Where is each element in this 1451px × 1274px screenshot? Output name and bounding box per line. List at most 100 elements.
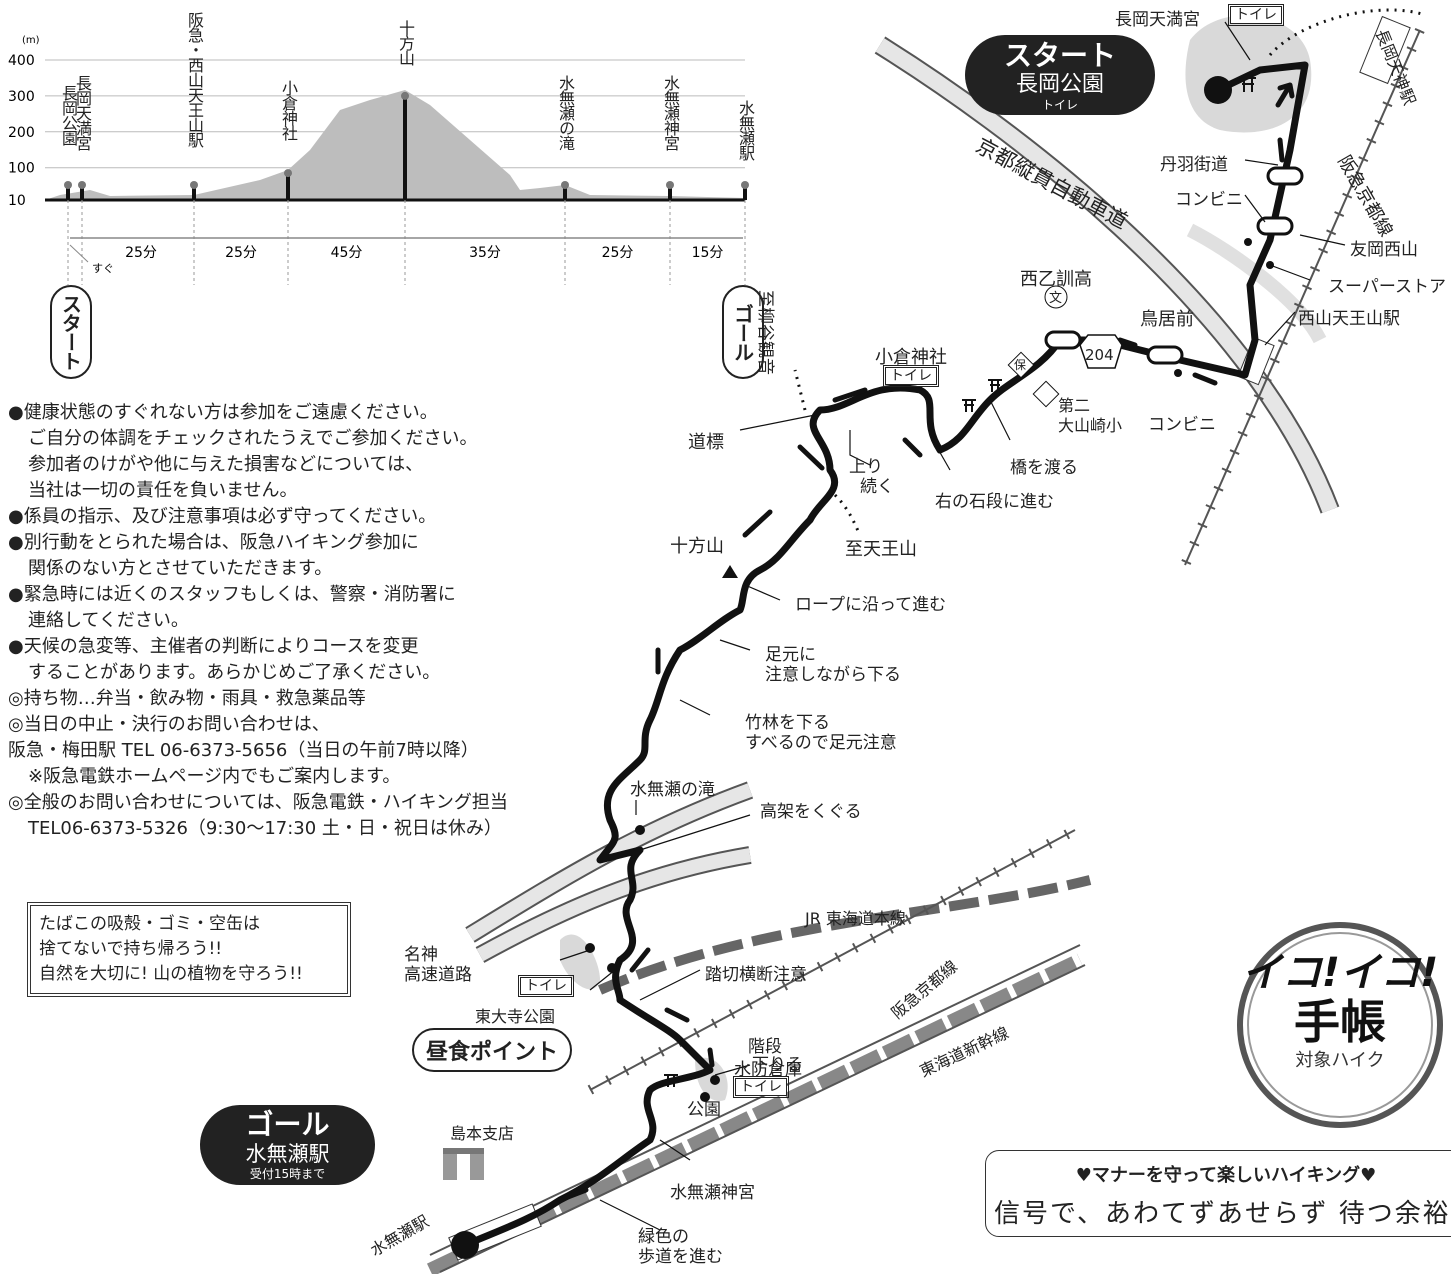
map-label-minase-shrine: 水無瀬神宮	[670, 1183, 755, 1203]
map-label-ho: 保	[1014, 358, 1027, 372]
profile-pin-head	[284, 169, 292, 178]
segment-time: 25分	[602, 245, 634, 261]
map-label-nagaoka-tenmangu: 長岡天満宮	[1115, 10, 1200, 30]
map-label-nobori: 上り	[849, 457, 883, 477]
iko-logo: イコ!イコ! 手帳 対象ハイク	[1240, 940, 1440, 1072]
map-label-chikurin2: すべるので足元注意	[745, 733, 897, 753]
segment-time: 45分	[331, 245, 363, 261]
y-tick-label: 10	[8, 193, 26, 209]
map-label-ryokushoku: 緑色の	[638, 1227, 689, 1247]
map-label-oyamazaki-es: 大山崎小	[1058, 416, 1123, 435]
map-label-keiji-bypass: 京都縦貫自動車道	[971, 133, 1132, 234]
note-line: ◎全般のお問い合わせについては、阪急電鉄・ハイキング担当	[8, 792, 508, 813]
map-label-koen: 公園	[687, 1100, 721, 1120]
note-line: ●別行動をとられた場合は、阪急ハイキング参加に	[8, 532, 419, 553]
note-line: 当社は一切の責任を負いません。	[28, 480, 298, 501]
map-label-tanba-kaido: 丹羽街道	[1160, 155, 1228, 175]
y-tick-label: 400	[8, 53, 35, 69]
y-tick-label: 100	[8, 161, 35, 177]
rule-line: 自然を大切に! 山の植物を守ろう!!	[39, 964, 303, 984]
segment-time: 35分	[469, 245, 501, 261]
goal-dot	[451, 1231, 479, 1259]
y-tick-label: 200	[8, 125, 35, 141]
start-badge: スタート 長岡公園 トイレ	[965, 35, 1155, 115]
map-label-toilet: トイレ	[883, 365, 939, 387]
map-label-meishin2: 高速道路	[404, 965, 472, 985]
note-line: TEL06-6373-5326（9:30〜17:30 土・日・祝日は休み）	[28, 818, 502, 839]
map-label-rope: ロープに沿って進む	[795, 595, 947, 615]
profile-pin-head	[64, 181, 72, 189]
profile-pins	[64, 91, 749, 285]
manner-title: ♥マナーを守って楽しいハイキング♥	[1075, 1165, 1377, 1186]
map-label-to-yanagidani: 至柳谷観音	[755, 290, 775, 375]
map-label-toilet: トイレ	[733, 1076, 789, 1098]
logo-line3: 対象ハイク	[1295, 1050, 1385, 1071]
note-line: ※阪急電鉄ホームページ内でもご案内します。	[28, 766, 401, 787]
map-label-ashimoto: 足元に	[765, 645, 816, 665]
map-label-toilet: トイレ	[518, 975, 574, 997]
map-label-koka: 高架をくぐる	[760, 802, 862, 822]
map-label-kaidan2: 下りる	[752, 1055, 803, 1075]
profile-pin-head	[401, 91, 409, 100]
map-label-hankyu-kyoto-line2: 阪急京都線	[887, 956, 962, 1023]
hankyu-line-upper	[1184, 29, 1421, 566]
map-label-doohyo: 道標	[688, 432, 724, 453]
map-label-jippozan: 十方山	[670, 536, 724, 557]
profile-pin-head	[741, 181, 749, 189]
map-label-migi-ishidan: 右の石段に進む	[935, 492, 1054, 512]
profile-pin-head	[561, 181, 569, 189]
segment-time: 25分	[225, 245, 257, 261]
note-line: ◎当日の中止・決行のお問い合わせは、	[8, 714, 330, 735]
goal-title: ゴール	[245, 1108, 330, 1141]
map-label-ogura-shrine: 小倉神社	[875, 347, 947, 368]
note-line: 阪急・梅田駅 TEL 06-6373-5656（当日の午前7時以降）	[8, 740, 479, 761]
terrain-area	[45, 90, 745, 200]
map-label-nagaoka-tenjin-sta: 長岡天神駅	[1371, 26, 1420, 108]
map-label-daini-oyamazaki: 第二	[1058, 396, 1091, 415]
profile-start-pill: スタート	[50, 285, 92, 379]
goal-badge: ゴール 水無瀬駅 受付15時まで	[200, 1105, 375, 1185]
map-label-fumikiri: 踏切横断注意	[705, 965, 807, 985]
profile-pin-head	[666, 181, 674, 189]
map-label-shimamoto: 島本支店	[450, 1124, 515, 1143]
manner-slogan: 信号で、あわてずあせらず 待つ余裕	[994, 1199, 1451, 1229]
goal-sub: 受付15時まで	[249, 1167, 326, 1181]
map-label-shinkansen: 東海道新幹線	[916, 1023, 1012, 1081]
profile-point-label: 長岡公園	[59, 85, 78, 145]
note-line: ●天候の急変等、主催者の判断によりコースを変更	[8, 636, 419, 657]
map-label-tomooka-nishiyama: 友岡西山	[1350, 240, 1418, 260]
map-label-to-tennozan: 至天王山	[845, 539, 917, 560]
start-title: スタート	[1003, 39, 1116, 72]
profile-pin-head	[190, 181, 198, 189]
map-label-konbini: コンビニ	[1175, 190, 1243, 210]
manner-box: ♥マナーを守って楽しいハイキング♥ 信号で、あわてずあせらず 待つ余裕	[985, 1150, 1451, 1237]
map-label-hankyu-kyoto-line: 阪急京都線	[1333, 152, 1397, 241]
map-label-jr-line: JR 東海道本線	[805, 909, 906, 928]
map-label-toilet: トイレ	[1228, 4, 1284, 26]
note-line: ●健康状態のすぐれない方は参加をご遠慮ください。	[8, 402, 438, 423]
map-label-supermarket: スーパーストア	[1328, 277, 1446, 297]
map-label-chikurin: 竹林を下る	[745, 713, 830, 733]
note-line: することがあります。あらかじめご了承ください。	[28, 662, 441, 683]
segment-sugu: すぐ	[92, 262, 114, 275]
map-label-tsuzuku: 続く	[860, 477, 894, 497]
rule-line: たばこの吸殻・ゴミ・空缶は	[39, 914, 260, 934]
map-label-ashimoto2: 注意しながら下る	[765, 665, 901, 685]
profile-point-label: 水無瀬駅	[736, 100, 755, 160]
rule-line: 捨てないで持ち帰ろう!!	[39, 939, 223, 959]
map-label-hashi: 橋を渡る	[1010, 458, 1078, 478]
note-line: ◎持ち物…弁当・飲み物・雨具・救急薬品等	[8, 688, 366, 709]
map-label-bun: 文	[1049, 291, 1063, 306]
note-line: 参加者のけがや他に与えた損害などについては、	[28, 454, 424, 475]
map-label-meishin: 名神	[404, 945, 438, 965]
goal-place: 水無瀬駅	[245, 1142, 330, 1166]
profile-point-label: 水無瀬の滝	[556, 75, 575, 150]
map-label-nishiyama-tennozan-sta: 西山天王山駅	[1298, 309, 1400, 329]
logo-line2: 手帳	[1294, 995, 1386, 1049]
map-label-route204: 204	[1085, 346, 1114, 364]
map-label-konbini: コンビニ	[1148, 415, 1216, 435]
lunch-point: 昼食ポイント	[412, 1028, 573, 1072]
